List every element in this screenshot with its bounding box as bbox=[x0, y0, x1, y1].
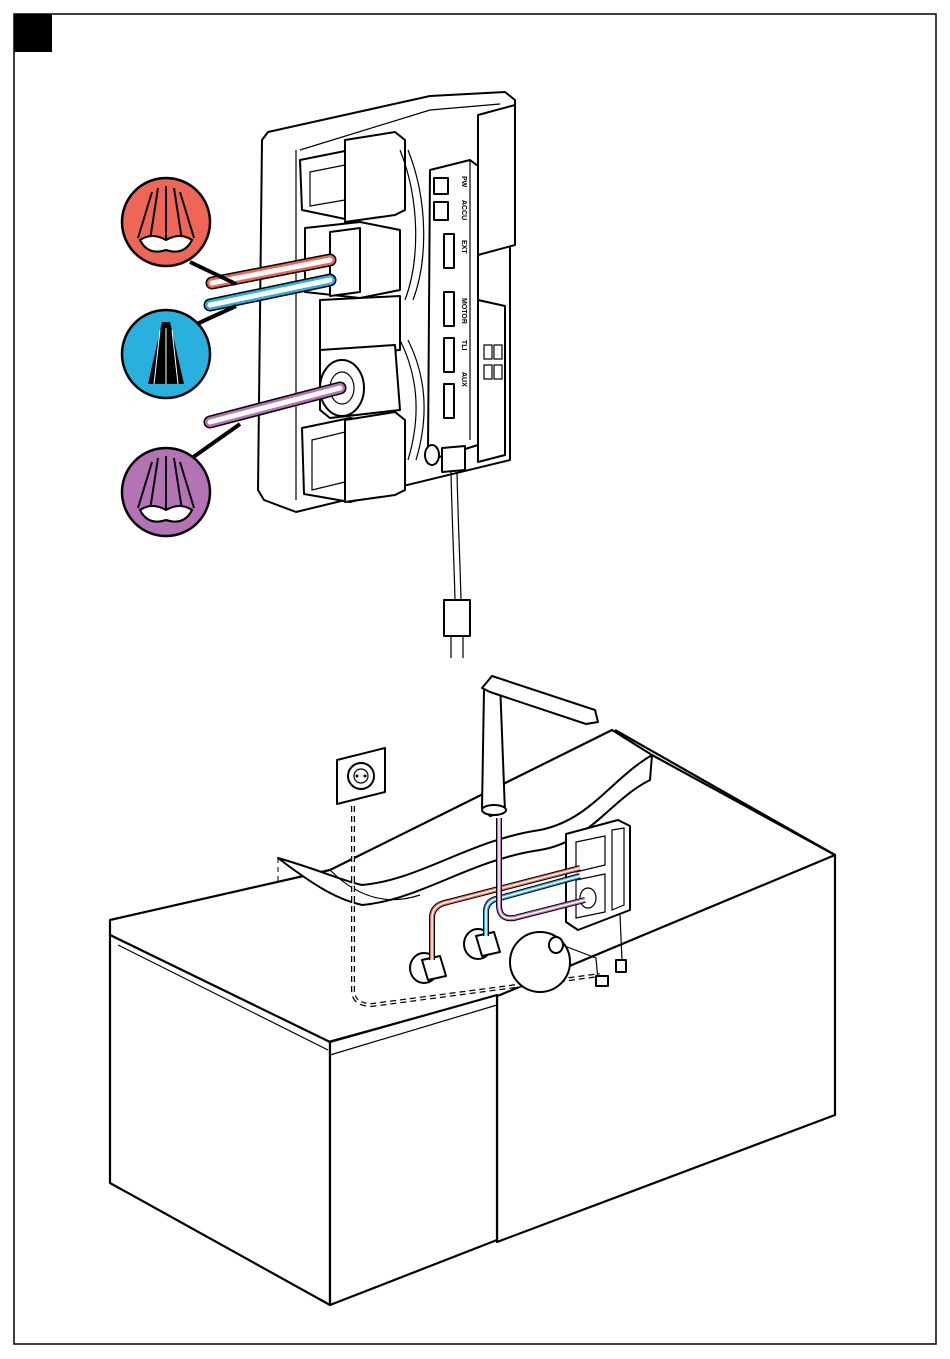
unit-label-4: MOTOR bbox=[460, 298, 467, 324]
unit-label-3: EXT bbox=[460, 240, 467, 254]
control-unit-detail: PW ACCU EXT MOTOR TLI AUX bbox=[258, 92, 515, 658]
hot-water-icon bbox=[122, 178, 236, 284]
unit-label-6: AUX bbox=[460, 372, 467, 387]
installation-scene bbox=[110, 676, 835, 1305]
cold-water-icon bbox=[122, 306, 236, 398]
step-marker bbox=[14, 14, 52, 52]
mixed-water-icon bbox=[122, 424, 240, 536]
unit-label-2: ACCU bbox=[460, 200, 467, 220]
unit-label-1: PW bbox=[460, 176, 467, 188]
unit-label-5: TLI bbox=[460, 340, 467, 351]
